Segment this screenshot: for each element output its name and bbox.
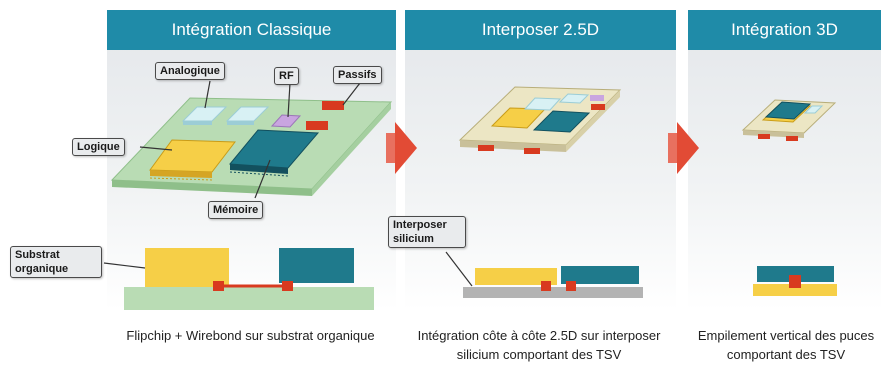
panel-title: Intégration 3D [688, 10, 881, 50]
panel-title: Intégration Classique [107, 10, 396, 50]
arrow-stem [668, 133, 678, 163]
panel-interposer: Interposer 2.5D [405, 10, 676, 310]
label-rf: RF [274, 67, 299, 85]
interposer-board [458, 86, 622, 154]
label-passifs: Passifs [333, 66, 382, 84]
interposer-cross-section [463, 266, 643, 298]
right-arrow-icon [677, 122, 699, 174]
panel-background [405, 42, 676, 310]
analog-chips [181, 106, 270, 125]
caption-interposer: Intégration côte à côte 2.5D sur interpo… [417, 328, 661, 362]
stack-3d-cross-section [753, 266, 837, 296]
caption-3d: Empilement vertical des puces comportant… [697, 328, 875, 362]
panel-background [688, 42, 881, 310]
arrow-stem [386, 133, 396, 163]
label-logique: Logique [72, 138, 125, 156]
label-analogique: Analogique [155, 62, 225, 80]
passive-components [306, 101, 344, 130]
classic-cross-section [124, 248, 374, 310]
rf-chip [270, 114, 302, 128]
stack-3d-board [741, 99, 837, 141]
label-interposer: Interposer silicium [388, 216, 466, 248]
caption-classic: Flipchip + Wirebond sur substrat organiq… [126, 328, 375, 343]
label-memoire: Mémoire [208, 201, 264, 219]
label-substrat: Substrat organique [10, 246, 102, 278]
logic-chip [149, 139, 236, 181]
right-arrow-icon [395, 122, 417, 174]
memory-chip [228, 129, 320, 177]
panel-title: Interposer 2.5D [405, 10, 676, 50]
panel-3d: Intégration 3D [688, 10, 881, 310]
